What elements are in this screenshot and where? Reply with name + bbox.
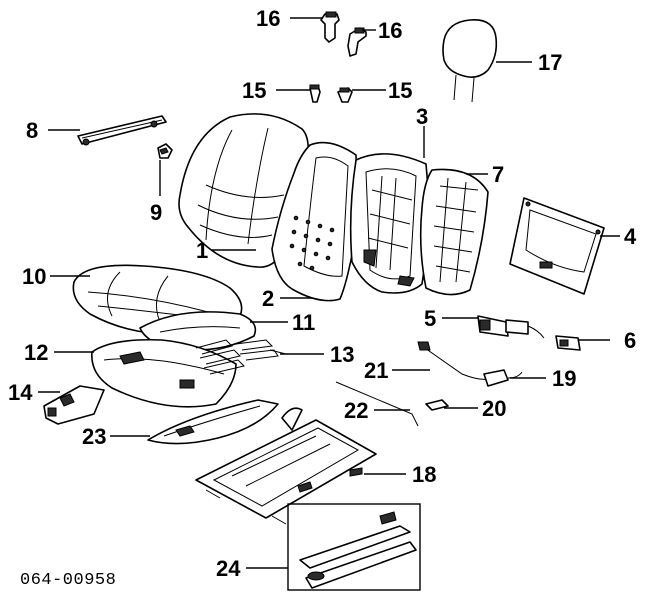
part-20-cover [425, 399, 449, 411]
part-23-side-trim [147, 399, 279, 445]
part-8-trim-strip [77, 115, 167, 146]
foam-holes [289, 215, 335, 271]
part-17-headrest [442, 19, 498, 103]
part-21-cable [417, 341, 493, 380]
callout-19: 19 [552, 366, 576, 391]
part-14-side-bracket [43, 385, 105, 425]
callout-labels: 16 16 17 15 15 3 8 9 7 4 1 2 10 11 5 6 1… [8, 6, 637, 581]
part-24-rails-box [287, 503, 421, 591]
part-5-motor [477, 315, 545, 339]
callout-13: 13 [330, 342, 354, 367]
part-16-pin-right [347, 27, 367, 57]
part-15-pin-right [337, 87, 353, 103]
part-3-backrest-frame [349, 153, 430, 294]
callout-16b: 16 [378, 18, 402, 43]
callout-14: 14 [8, 380, 33, 405]
part-19-harness [483, 369, 523, 387]
callout-9: 9 [150, 200, 162, 225]
part-12-seat-pan [91, 338, 237, 408]
callout-18: 18 [412, 462, 436, 487]
callout-20: 20 [482, 396, 506, 421]
diagram-code: 064-00958 [20, 571, 116, 590]
part-16-pin-left [320, 11, 340, 43]
callout-21: 21 [364, 358, 388, 383]
callout-2: 2 [262, 286, 274, 311]
part-22-rod [335, 381, 419, 427]
callout-11: 11 [292, 310, 315, 335]
callout-4: 4 [624, 224, 637, 249]
callout-1: 1 [196, 238, 208, 263]
callout-22: 22 [344, 398, 368, 423]
callout-8: 8 [26, 118, 38, 143]
callout-23: 23 [82, 424, 106, 449]
callout-10: 10 [22, 264, 46, 289]
callout-3: 3 [416, 104, 428, 129]
callout-12: 12 [24, 340, 48, 365]
callout-16a: 16 [256, 6, 280, 31]
part-9-clip [157, 143, 173, 159]
leader-lines [38, 17, 620, 569]
callout-24: 24 [216, 556, 241, 581]
part-4-trim-panel [509, 197, 605, 295]
callout-7: 7 [492, 162, 504, 187]
part-6-switch [555, 335, 581, 351]
callout-15b: 15 [388, 78, 412, 103]
part-18-seat-track [195, 407, 377, 525]
callout-5: 5 [424, 306, 436, 331]
callout-15a: 15 [242, 78, 266, 103]
part-7-back-panel [419, 168, 489, 296]
callout-17: 17 [538, 50, 562, 75]
part-15-pin-left [309, 84, 321, 103]
callout-6: 6 [624, 328, 636, 353]
